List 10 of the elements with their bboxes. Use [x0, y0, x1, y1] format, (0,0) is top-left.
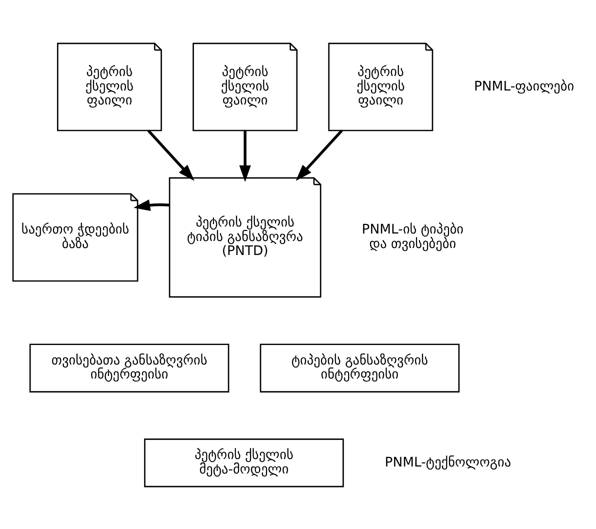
label: PNML-ფაილები — [474, 78, 574, 94]
label: PNML-ტექნოლოგია — [384, 454, 512, 470]
arrow — [134, 198, 170, 210]
node-box: ტიპების განსაზღვრის ინტერფეისი — [260, 343, 460, 392]
label: PNML-ის ტიპები და თვისებები — [362, 222, 464, 252]
arrow — [239, 130, 251, 182]
node-box: თვისებათა განსაზღვრის ინტერფეისი — [29, 343, 230, 392]
node-box: პეტრის ქსელის მეტა-მოდელი — [144, 438, 344, 487]
arrow — [296, 129, 343, 180]
arrow — [147, 129, 194, 180]
